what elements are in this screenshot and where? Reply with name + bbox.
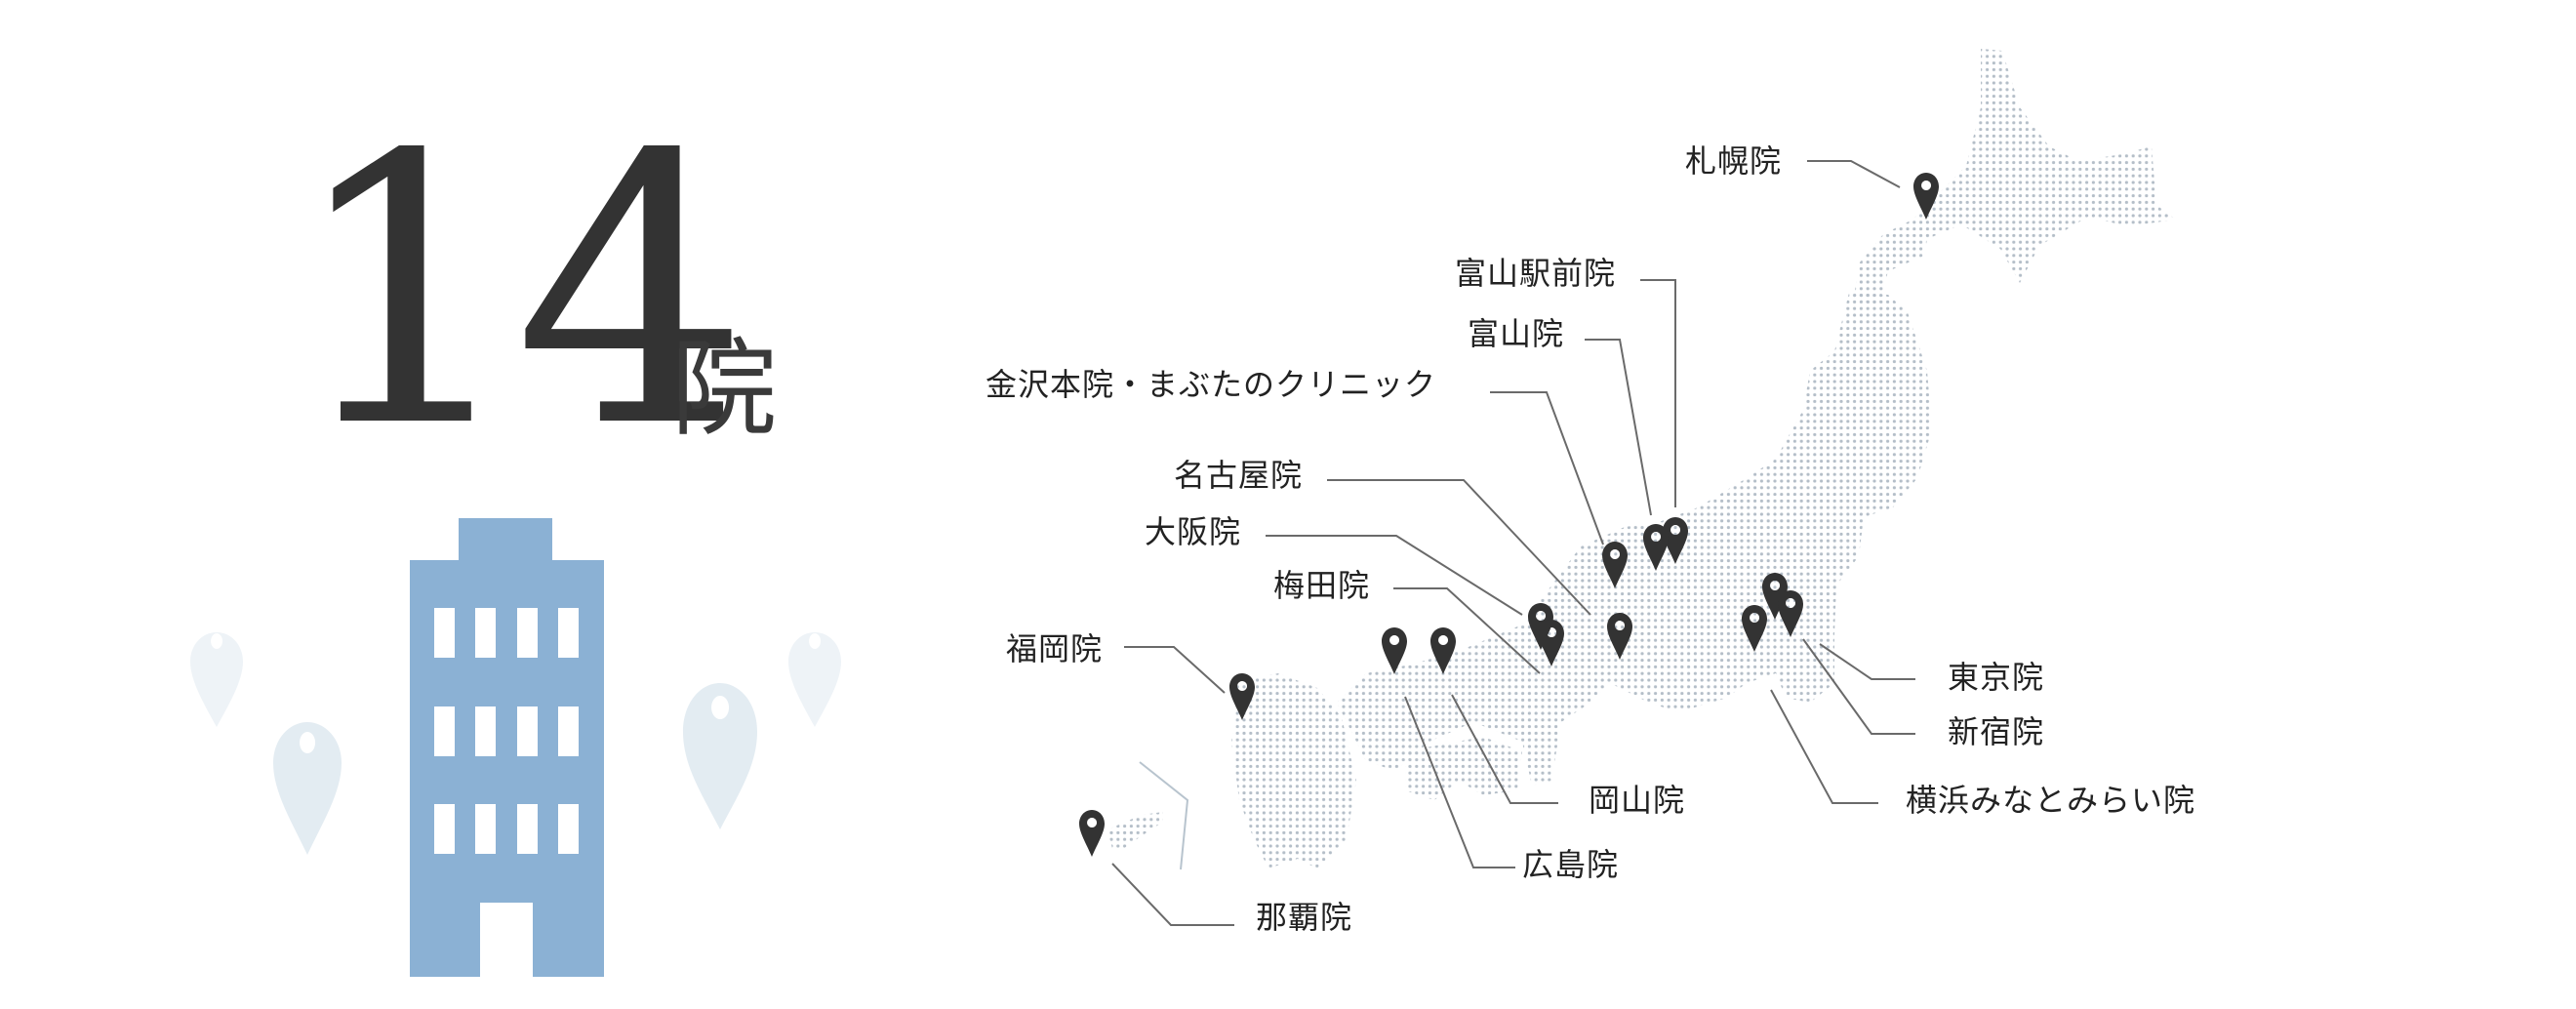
decor-pin-icon — [190, 632, 243, 727]
clinic-label-shinjuku[interactable]: 新宿院 — [1948, 713, 2045, 750]
leader-lines — [1111, 160, 1915, 926]
map-pin-icon-okayama[interactable] — [1430, 627, 1456, 674]
map-pin-icon-nagoya[interactable] — [1607, 613, 1632, 660]
map-pin-icon-yokohama[interactable] — [1742, 605, 1767, 652]
japan-dot-map — [1107, 49, 2176, 868]
decor-pin-icon — [273, 722, 342, 855]
clinic-label-hiroshima[interactable]: 広島院 — [1522, 846, 1620, 883]
building-icon — [410, 518, 604, 977]
clinic-label-yokohama[interactable]: 横浜みなとみらい院 — [1906, 782, 2196, 819]
map-pin-icon-tokyo[interactable] — [1778, 590, 1803, 637]
map-pin-icon-hiroshima[interactable] — [1382, 627, 1407, 674]
clinic-label-kanazawa[interactable]: 金沢本院・まぶたのクリニック — [986, 366, 1437, 403]
clinic-label-toyama-ekimae[interactable]: 富山駅前院 — [1455, 255, 1617, 292]
map-pin-icon-umeda[interactable] — [1539, 620, 1564, 666]
building-illustration — [190, 518, 841, 977]
okinawa-divider — [1139, 761, 1189, 870]
clinic-count-unit: 院 — [671, 329, 778, 451]
decor-pin-icon — [683, 683, 757, 829]
clinic-label-fukuoka[interactable]: 福岡院 — [1006, 630, 1104, 667]
clinic-label-okayama[interactable]: 岡山院 — [1589, 782, 1686, 819]
clinic-label-sapporo[interactable]: 札幌院 — [1685, 142, 1783, 180]
map-pin-icon-shinjuku[interactable] — [1762, 573, 1788, 620]
clinic-label-nagoya[interactable]: 名古屋院 — [1174, 457, 1304, 494]
clinic-label-naha[interactable]: 那覇院 — [1256, 899, 1353, 936]
clinic-label-tokyo[interactable]: 東京院 — [1948, 659, 2045, 696]
map-pin-icon-toyama[interactable] — [1643, 524, 1669, 571]
map-pin-icon-kanazawa[interactable] — [1602, 542, 1628, 588]
map-pin-icon-toyama-ekimae[interactable] — [1663, 517, 1688, 564]
clinic-label-toyama[interactable]: 富山院 — [1468, 315, 1565, 352]
clinic-count: 14 — [288, 76, 750, 508]
clinic-label-umeda[interactable]: 梅田院 — [1273, 567, 1371, 604]
map-pin-icon-sapporo[interactable] — [1913, 173, 1939, 220]
decor-pin-icon — [788, 632, 841, 727]
clinic-label-osaka[interactable]: 大阪院 — [1145, 513, 1242, 550]
map-pin-icon-fukuoka[interactable] — [1229, 673, 1255, 720]
map-pin-icon-naha[interactable] — [1079, 810, 1105, 857]
